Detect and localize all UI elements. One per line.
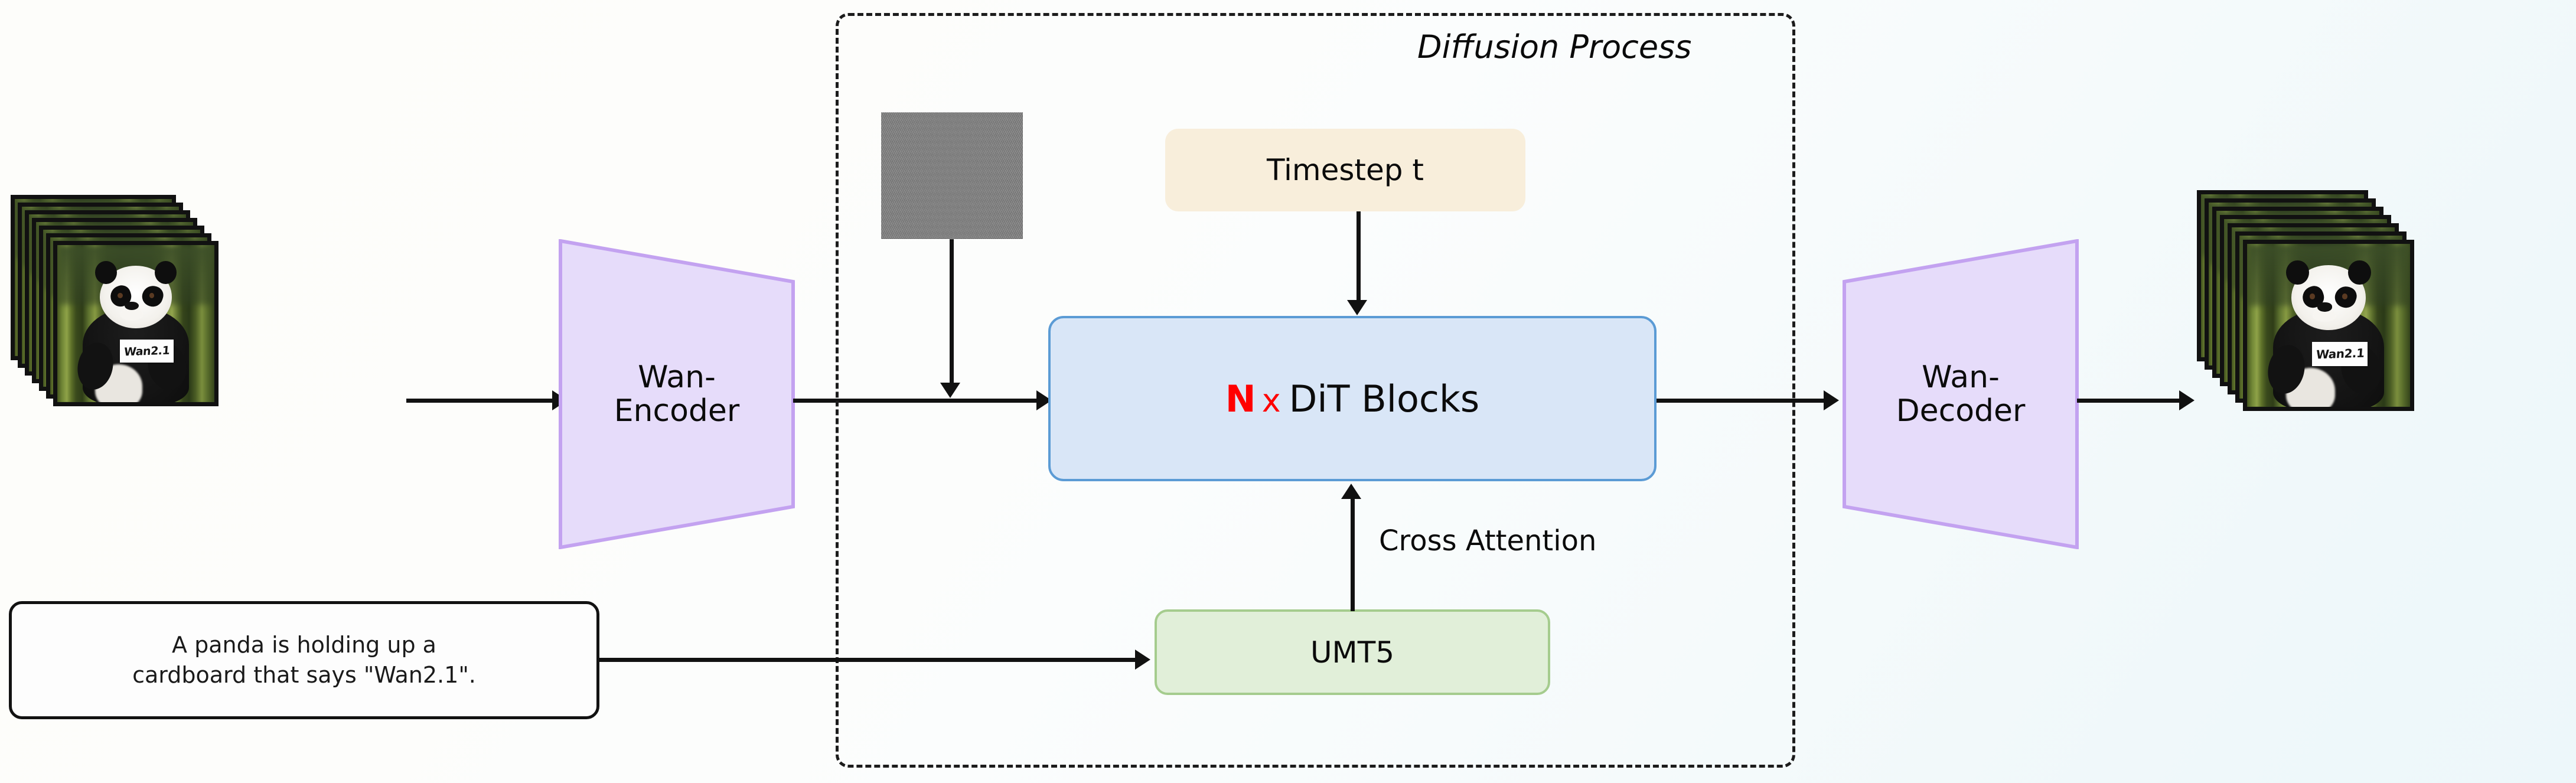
dit-repeat-count: N <box>1225 377 1256 420</box>
wan-decoder-shape <box>1843 239 2079 549</box>
dit-blocks-label: DiT Blocks <box>1289 377 1480 420</box>
edge-encoder-to-dit <box>793 399 1041 403</box>
output-video-frame-stack: Wan2.1 Wan2.1 <box>2197 190 2414 411</box>
prompt-line-2: cardboard that says "Wan2.1". <box>132 662 476 688</box>
video-frame-front: Wan2.1 <box>53 241 219 406</box>
arrowhead-decoder-to-frames <box>2179 390 2195 410</box>
edge-frames-to-encoder <box>406 399 557 403</box>
wan-encoder-shape <box>559 239 795 549</box>
sign-text: Wan2.1 <box>2315 345 2365 362</box>
timestep-label: Timestep t <box>1266 153 1424 187</box>
diffusion-process-container <box>836 13 1795 768</box>
node-wan-decoder[interactable]: Wan- Decoder <box>1843 239 2079 549</box>
node-timestep[interactable]: Timestep t <box>1165 129 1525 211</box>
prompt-line-1: A panda is holding up a <box>172 631 436 658</box>
arrowhead-umt5-to-dit <box>1341 484 1361 499</box>
edge-umt5-to-dit <box>1351 499 1355 611</box>
arrowhead-noise-to-latent <box>940 383 960 398</box>
diffusion-process-title: Diffusion Process <box>1417 28 1692 66</box>
edge-noise-to-latent <box>950 239 954 383</box>
gaussian-noise-patch <box>881 112 1023 239</box>
umt5-label: UMT5 <box>1310 635 1395 670</box>
arrowhead-dit-to-decoder <box>1824 390 1839 410</box>
arrowhead-timestep-to-dit <box>1347 300 1367 315</box>
node-umt5[interactable]: UMT5 <box>1155 609 1550 695</box>
input-video-frame-stack: Wan2.1 Wan2.1 <box>11 195 219 407</box>
edge-dit-to-decoder <box>1657 399 1828 403</box>
edge-timestep-to-dit <box>1357 211 1361 300</box>
arrowhead-prompt-to-umt5 <box>1135 650 1150 670</box>
dit-multiply-symbol: x <box>1261 381 1281 419</box>
edge-prompt-to-umt5 <box>598 658 1140 662</box>
video-frame-front: Wan2.1 <box>2243 240 2414 411</box>
edge-decoder-to-frames <box>2077 399 2183 403</box>
node-text-prompt[interactable]: A panda is holding up a cardboard that s… <box>9 601 599 719</box>
node-wan-encoder[interactable]: Wan- Encoder <box>559 239 795 549</box>
cross-attention-label: Cross Attention <box>1379 524 1597 557</box>
